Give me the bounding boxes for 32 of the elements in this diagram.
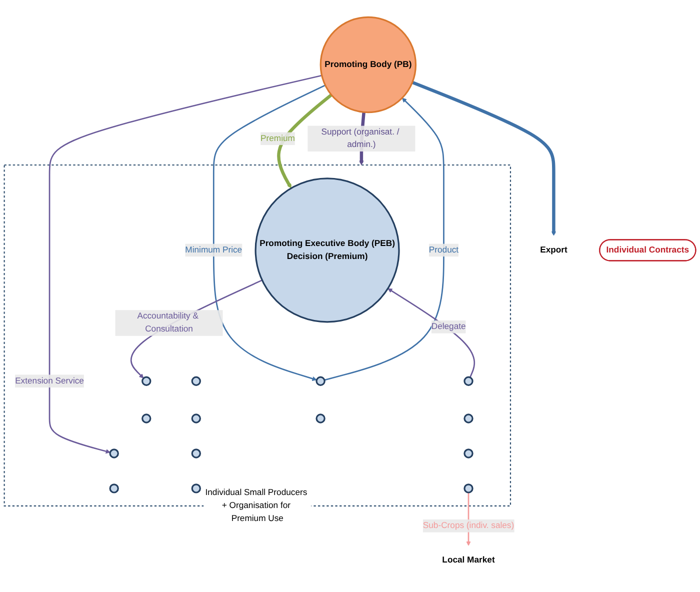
node-circle (464, 448, 474, 458)
edge-label: Product (428, 245, 459, 255)
node-circle (191, 484, 201, 494)
arrow (277, 94, 332, 188)
edge-label: Minimum Price (185, 245, 242, 255)
node-circle (142, 414, 152, 424)
arrow (324, 98, 444, 381)
edge-label: Support (organisat. / admin.) (321, 127, 400, 150)
node-circle (316, 376, 326, 386)
node-circle (464, 484, 474, 494)
node-circle: Promoting Body (PB) (320, 16, 417, 114)
arrow (388, 288, 476, 378)
node-circle (316, 414, 326, 424)
arrow (412, 80, 556, 236)
arrow (48, 74, 322, 454)
node-text: Export (540, 245, 568, 255)
node-circle (191, 448, 201, 458)
node-circle (142, 376, 152, 386)
edge-label: Accountability & Consultation (137, 312, 198, 334)
node-circle (191, 376, 201, 386)
edge-label: Sub-Crops (indiv. sales) (422, 521, 514, 530)
edge-label: Extension Service (15, 376, 84, 386)
node-circle: Promoting Executive Body (PEB) Decision (Premium) (254, 178, 400, 323)
node-circle (191, 414, 201, 424)
node-circle (464, 376, 474, 386)
node-circle (109, 448, 119, 458)
node-circle (464, 414, 474, 424)
edge-label: Premium (260, 134, 295, 143)
node-circle (109, 484, 119, 494)
arrow (212, 84, 326, 381)
edge-label: Delegate (431, 322, 466, 332)
node-text: Local Market (442, 555, 495, 565)
